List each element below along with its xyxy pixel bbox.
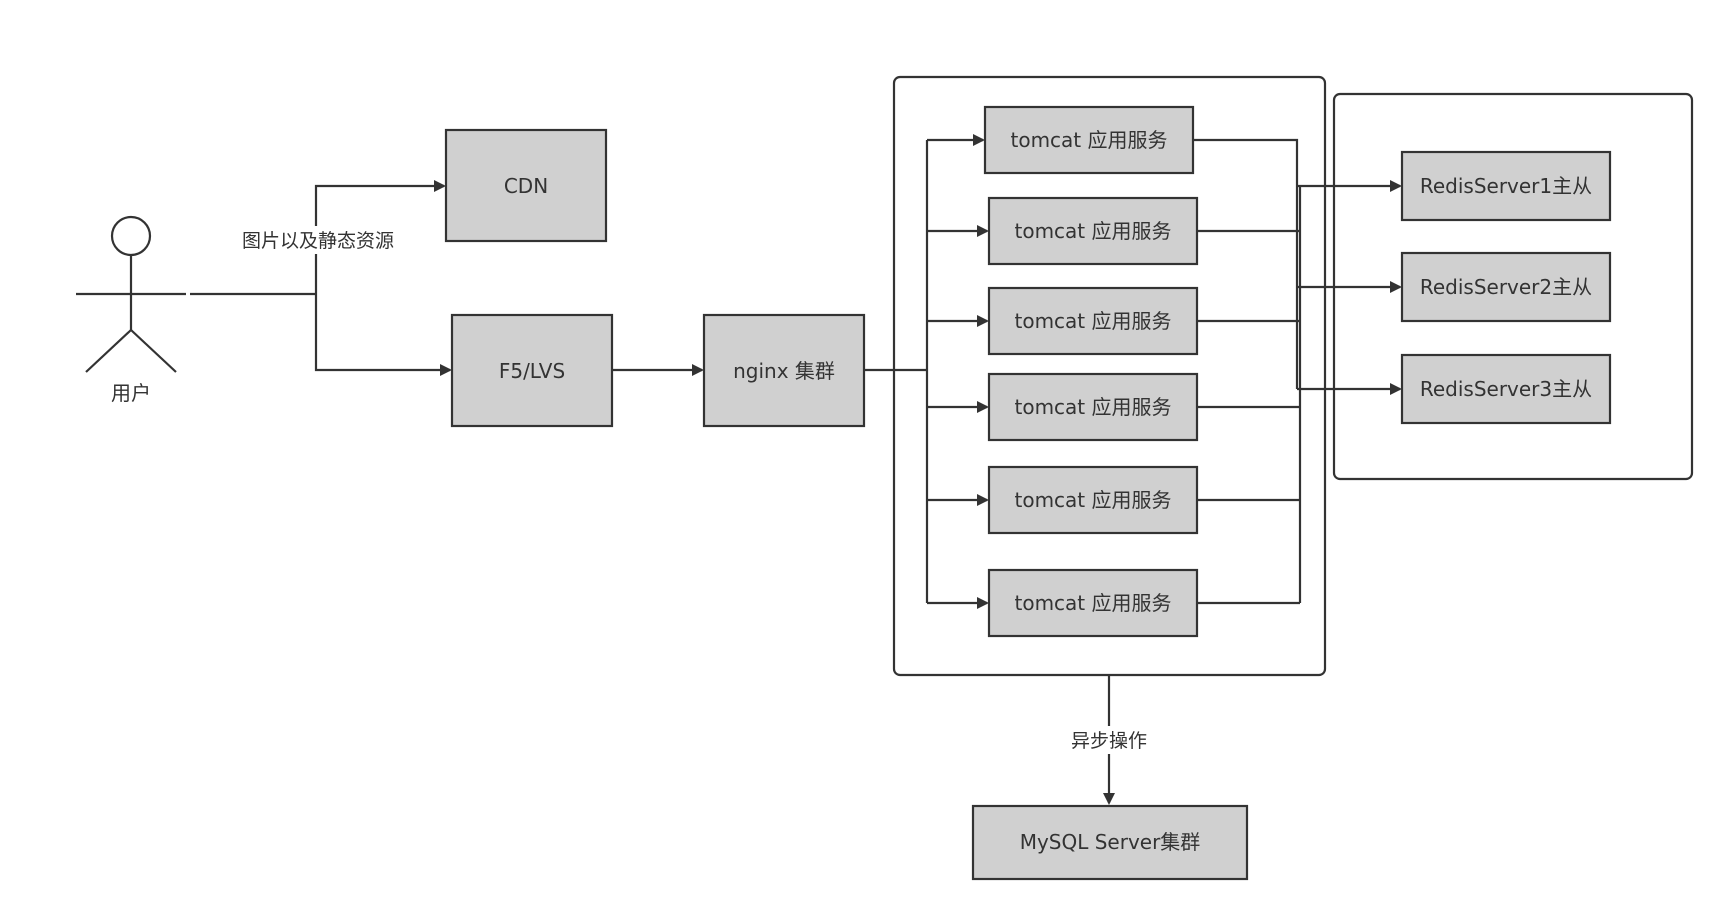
edge-label-async-bg [1062,726,1156,754]
node-tomcat-1-label: tomcat 应用服务 [1010,128,1167,152]
user-actor-label: 用户 [111,381,151,405]
node-mysql-cluster-label: MySQL Server集群 [1020,830,1201,854]
node-tomcat-6-label: tomcat 应用服务 [1014,591,1171,615]
edge-label-async-ops: 异步操作 [1071,730,1147,752]
user-actor-leg-left [85,329,132,373]
node-tomcat-2-label: tomcat 应用服务 [1014,219,1171,243]
node-redis-1: RedisServer1主从 [1400,150,1612,222]
node-tomcat-6: tomcat 应用服务 [987,568,1199,638]
node-cdn-label: CDN [504,174,548,198]
node-tomcat-3: tomcat 应用服务 [987,286,1199,356]
node-redis-2: RedisServer2主从 [1400,251,1612,323]
node-nginx-cluster: nginx 集群 [702,313,866,428]
node-redis-3: RedisServer3主从 [1400,353,1612,425]
node-f5-lvs-label: F5/LVS [499,359,565,383]
node-tomcat-5: tomcat 应用服务 [987,465,1199,535]
user-actor-leg-right [130,329,177,373]
node-tomcat-5-label: tomcat 应用服务 [1014,488,1171,512]
node-redis-1-label: RedisServer1主从 [1420,174,1592,198]
node-redis-3-label: RedisServer3主从 [1420,377,1592,401]
node-nginx-cluster-label: nginx 集群 [733,359,835,383]
node-cdn: CDN [444,128,608,243]
node-f5-lvs: F5/LVS [450,313,614,428]
node-tomcat-2: tomcat 应用服务 [987,196,1199,266]
edge-user-to-cdn [314,180,446,294]
edge-user-to-f5 [314,294,452,376]
edge-tomcat-1-to-bus [1193,138,1299,389]
node-tomcat-4-label: tomcat 应用服务 [1014,395,1171,419]
node-mysql-cluster: MySQL Server集群 [971,804,1249,881]
user-actor-head [110,215,152,257]
node-tomcat-3-label: tomcat 应用服务 [1014,309,1171,333]
edge-label-static-bg [232,226,404,254]
node-tomcat-4: tomcat 应用服务 [987,372,1199,442]
edge-label-static-resources: 图片以及静态资源 [242,230,394,252]
node-tomcat-1: tomcat 应用服务 [983,105,1195,175]
user-actor: 用户 [76,215,186,405]
node-redis-2-label: RedisServer2主从 [1420,275,1592,299]
